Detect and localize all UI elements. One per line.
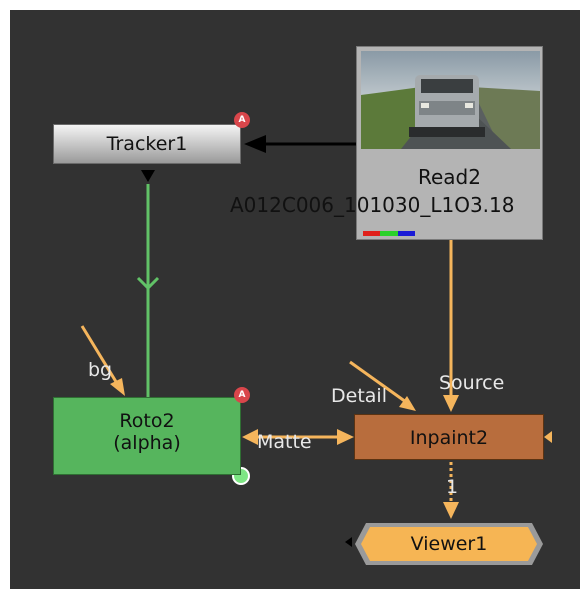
roto2-label: Roto2: [119, 410, 175, 432]
viewer1-node[interactable]: Viewer1: [354, 522, 544, 566]
read2-thumbnail: [361, 51, 540, 149]
node-connections: [80, 135, 552, 547]
read2-node[interactable]: Read2 A012C006_101030_L1O3.18: [230, 46, 543, 240]
viewer1-label: Viewer1: [410, 533, 488, 555]
viewer1-shape: [355, 523, 543, 565]
read2-filename: A012C006_101030_L1O3.18: [230, 193, 515, 217]
tracker1-label: Tracker1: [106, 133, 188, 155]
roto2-sublabel: (alpha): [113, 432, 181, 454]
inpaint-detail-input-pipe[interactable]: [349, 360, 407, 404]
roto2-badge: A: [234, 387, 250, 403]
node-graph-canvas[interactable]: Tracker1 A: [10, 10, 580, 589]
read2-label: Read2: [418, 165, 481, 189]
roto-bg-input-label: bg: [88, 359, 113, 381]
read2-channel-indicator: [363, 231, 415, 236]
inpaint-source-input-label: Source: [439, 372, 505, 394]
inpaint-matte-input-label: Matte: [257, 431, 312, 453]
inpaint-source-arrowhead: [443, 395, 459, 412]
viewer-input-arrowhead: [443, 502, 459, 519]
inpaint2-node[interactable]: Inpaint2: [354, 414, 544, 460]
tracker-output-marker: [141, 170, 155, 182]
viewer-input-marker: [345, 537, 352, 547]
roto-bg-arrowhead: [110, 378, 125, 396]
roto-output-arrowhead: [242, 429, 258, 445]
inpaint-detail-input-label: Detail: [331, 385, 387, 407]
inpaint-detail-arrowhead: [399, 396, 416, 411]
inpaint-mask-arrow[interactable]: [544, 431, 552, 443]
tracker-input-arrowhead: [244, 135, 266, 153]
inpaint2-label: Inpaint2: [409, 427, 489, 449]
viewer-input-number-label: 1: [446, 476, 459, 498]
roto-input-chevron: [136, 276, 160, 291]
tracker1-badge: A: [234, 112, 250, 128]
roto-bg-input-pipe[interactable]: [80, 325, 120, 386]
roto2-node[interactable]: Roto2 (alpha): [53, 397, 241, 475]
tracker1-node[interactable]: Tracker1: [53, 124, 241, 164]
inpaint-matte-arrowhead: [337, 429, 354, 445]
